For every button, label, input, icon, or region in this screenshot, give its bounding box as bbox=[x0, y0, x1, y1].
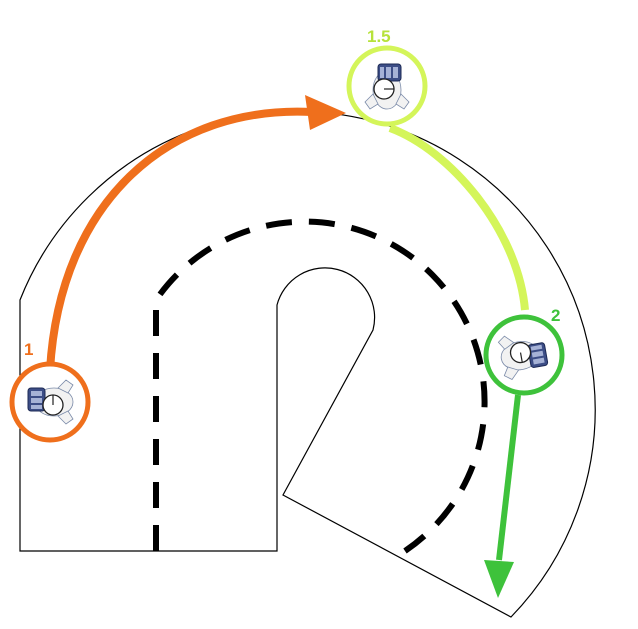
track-centerline bbox=[153, 218, 488, 554]
segment-1-5-path bbox=[388, 124, 529, 311]
segment-1-path bbox=[46, 107, 313, 371]
segment-2-arrowhead bbox=[484, 560, 514, 598]
marker-label-2: 2 bbox=[551, 306, 560, 325]
robot-marker-1 bbox=[9, 361, 91, 443]
robot-marker-1-5 bbox=[346, 45, 428, 127]
marker-label-1: 1 bbox=[24, 340, 33, 359]
robot-marker-2 bbox=[483, 314, 565, 396]
segment-2-path bbox=[496, 394, 521, 561]
segment-1-arrowhead bbox=[305, 95, 346, 130]
marker-label-1-5: 1.5 bbox=[367, 27, 391, 46]
